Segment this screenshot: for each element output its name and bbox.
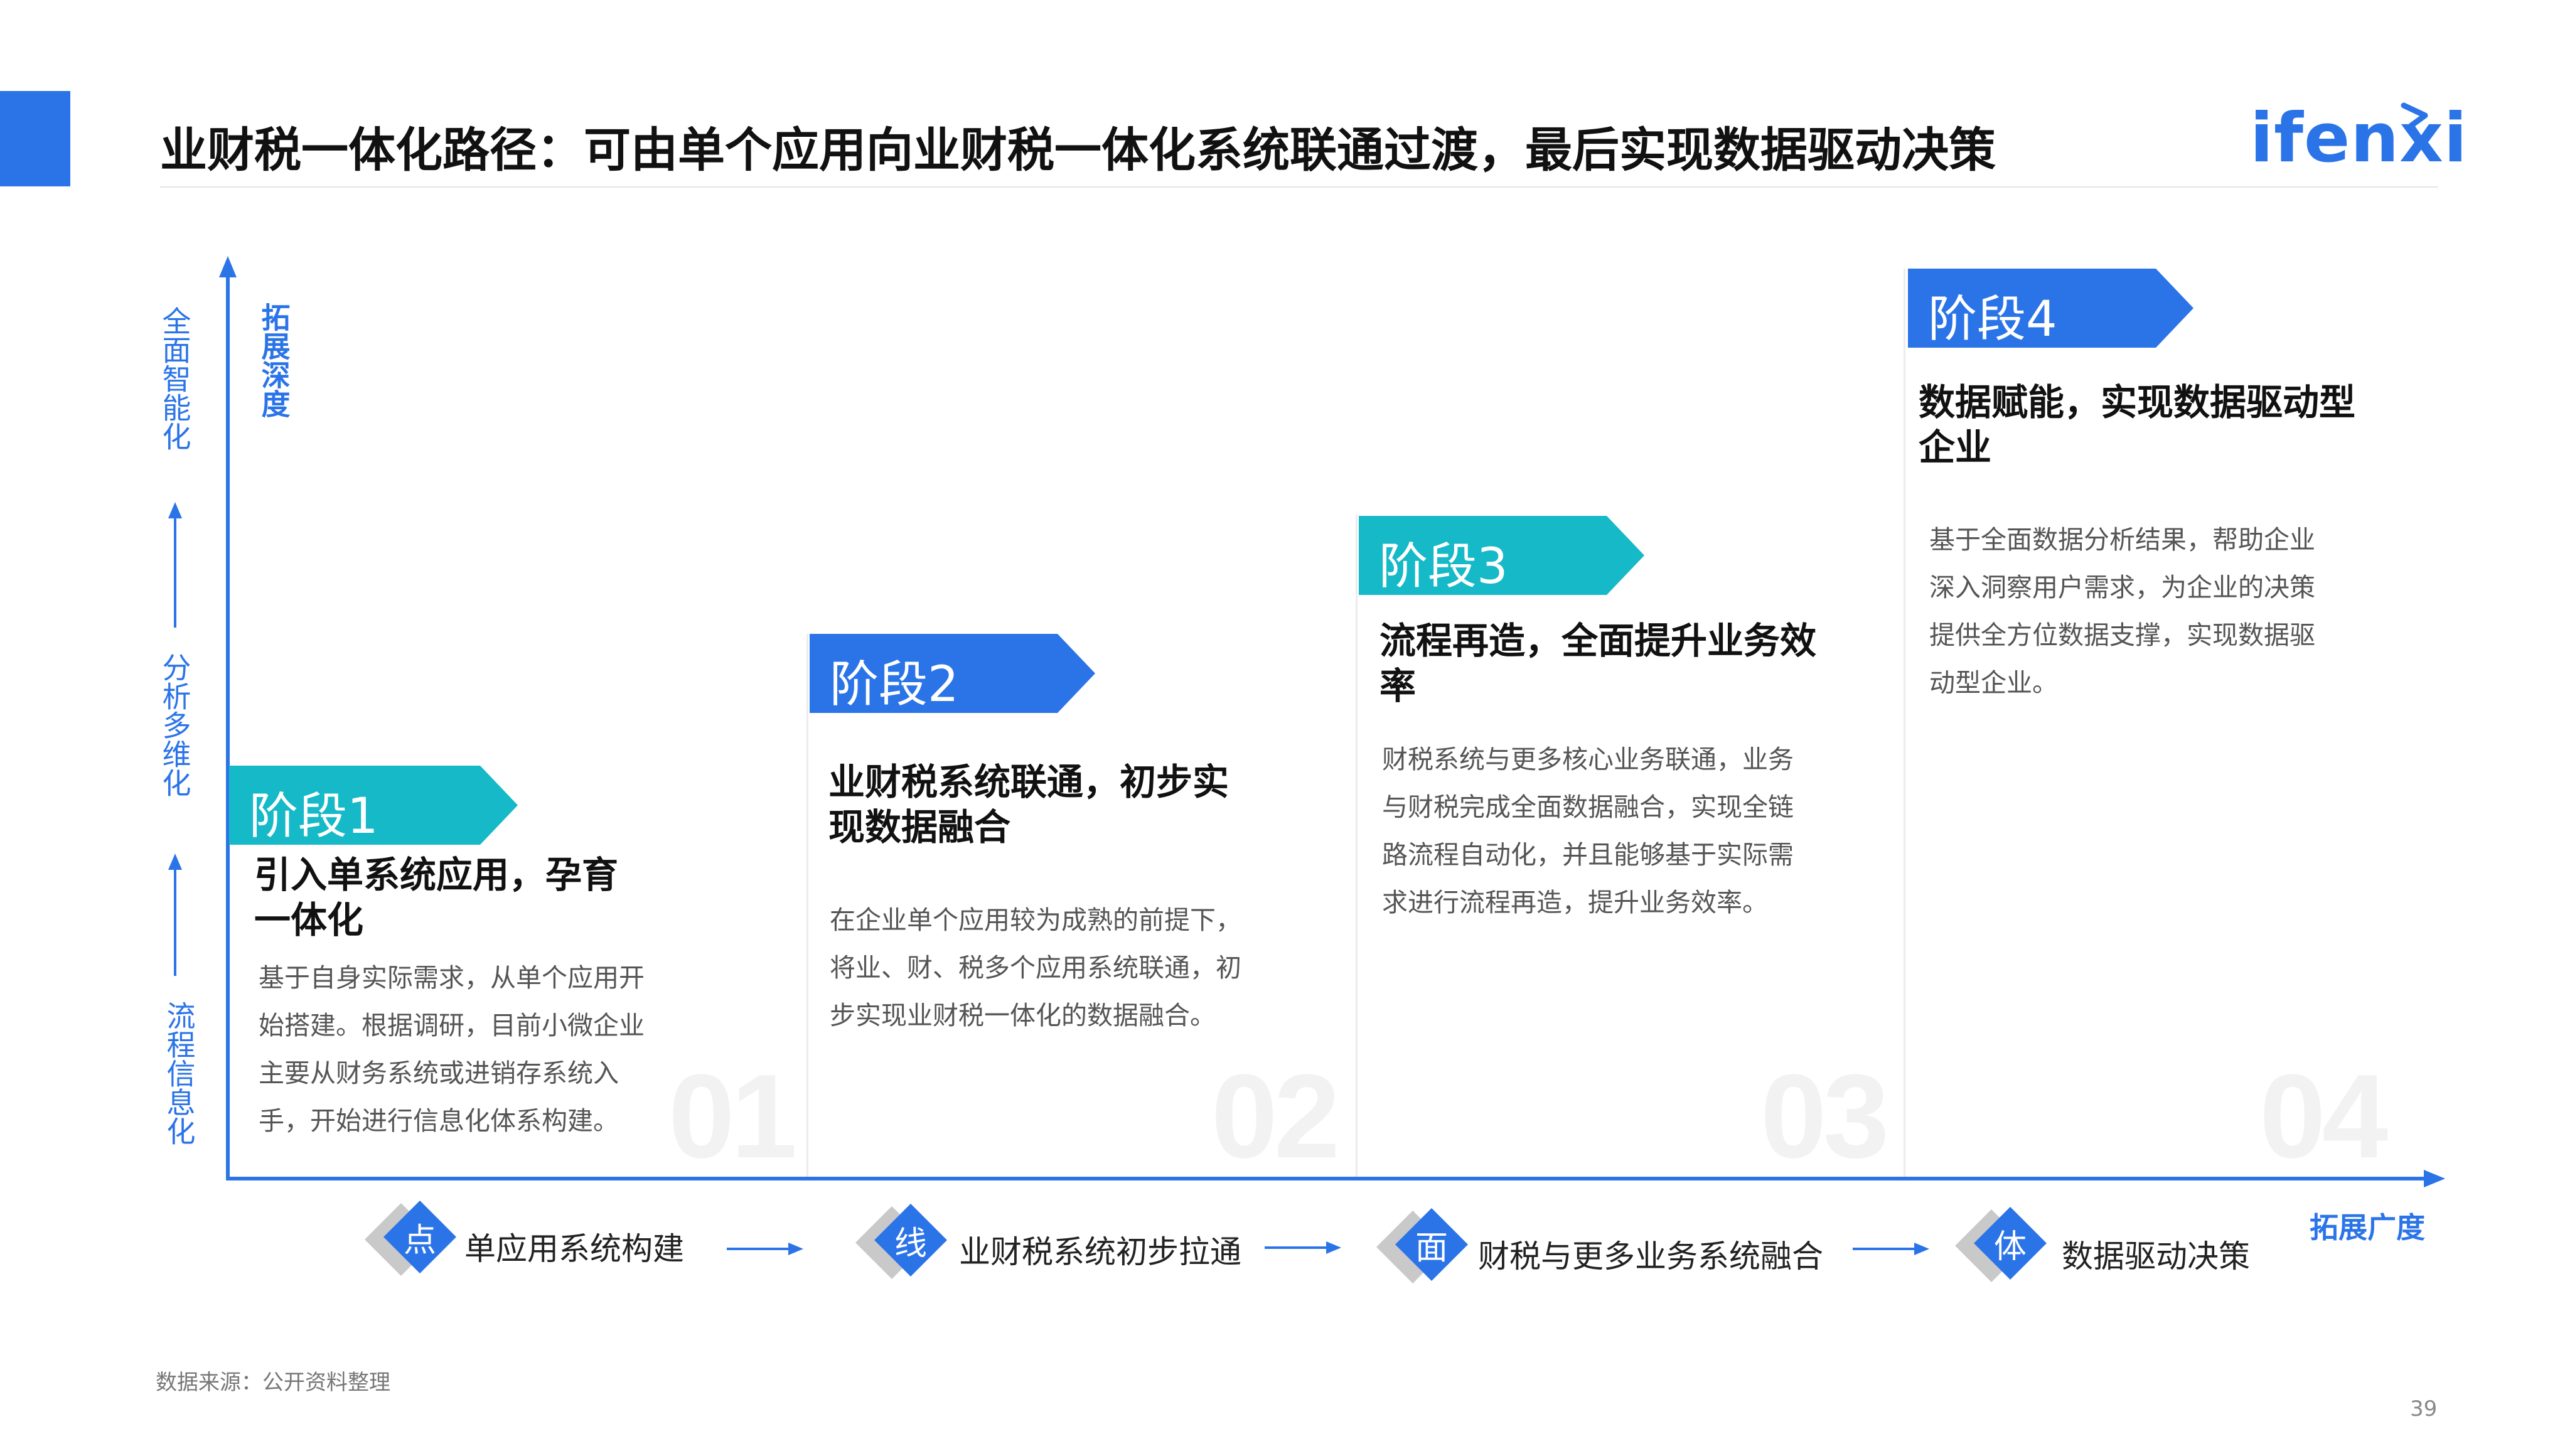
y-axis-label: 拓展深度 <box>255 302 292 426</box>
stage-badge-4: 阶段4 <box>1908 269 2193 348</box>
flow-arrow-line <box>1265 1246 1327 1249</box>
stage-heading: 流程再造，全面提升业务效率 <box>1379 619 1817 707</box>
y-label-process-informatization: 流程信息化 <box>160 1001 198 1153</box>
x-axis-line <box>226 1177 2429 1180</box>
data-source-note: 数据来源：公开资料整理 <box>156 1370 390 1395</box>
flow-icon-char: 体 <box>1993 1228 2027 1266</box>
flow-arrow-line <box>727 1248 790 1250</box>
flow-step-text: 业财税系统初步拉通 <box>959 1234 1241 1270</box>
y-label-text: 分析多维化 <box>158 653 192 797</box>
y-label-arrow-line <box>174 866 176 976</box>
y-label-full-intelligence: 全面智能化 <box>156 306 193 458</box>
stage-number-watermark: 03 <box>1760 1050 1889 1183</box>
flow-step-text: 数据驱动决策 <box>2062 1238 2250 1275</box>
stage-badge-3: 阶段3 <box>1359 516 1644 595</box>
stage-description: 基于自身实际需求，从单个应用开始搭建。根据调研，目前小微企业主要从财务系统或进销… <box>259 963 645 1136</box>
stage-description: 基于全面数据分析结果，帮助企业深入洞察用户需求，为企业的决策提供全方位数据支撑，… <box>1929 525 2315 698</box>
stage-number-watermark: 01 <box>668 1050 797 1183</box>
y-axis-arrow-icon <box>219 256 237 277</box>
header-divider <box>160 186 2438 188</box>
y-axis-line <box>226 276 230 1180</box>
flow-arrow-icon <box>788 1243 803 1255</box>
header-accent-block <box>0 91 70 186</box>
badge-shape <box>229 766 518 845</box>
column-separator <box>806 634 808 1177</box>
flow-arrow-line <box>1853 1248 1915 1250</box>
flow-icon-surface: 面 <box>1376 1208 1469 1288</box>
y-label-multi-dimension: 分析多维化 <box>156 653 193 805</box>
page-number: 39 <box>2410 1396 2438 1421</box>
y-label-up-arrow-icon <box>168 854 182 870</box>
brand-logo: ifenxi <box>2250 99 2468 178</box>
flow-icon-body: 体 <box>1955 1207 2047 1287</box>
flow-icon-char: 点 <box>403 1222 436 1260</box>
stage-description: 在企业单个应用较为成熟的前提下，将业、财、税多个应用系统联通，初步实现业财税一体… <box>830 905 1241 1030</box>
y-label-text: 流程信息化 <box>162 1001 196 1145</box>
stage-heading: 引入单系统应用，孕育一体化 <box>254 854 619 941</box>
badge-shape <box>810 634 1095 713</box>
page-title: 业财税一体化路径：可由单个应用向业财税一体化系统联通过渡，最后实现数据驱动决策 <box>160 122 1996 178</box>
flow-arrow-icon <box>1326 1241 1341 1254</box>
flow-step-text: 财税与更多业务系统融合 <box>1478 1238 1823 1275</box>
flow-arrow-icon <box>1914 1243 1929 1255</box>
flow-icon-line: 线 <box>855 1204 948 1283</box>
stage-number-watermark: 04 <box>2259 1050 2388 1183</box>
stage-heading: 业财税系统联通，初步实现数据融合 <box>828 761 1229 848</box>
logo-arrow-icon <box>2401 102 2428 129</box>
x-axis-label: 拓展广度 <box>2310 1211 2425 1245</box>
column-separator <box>1904 269 1905 1177</box>
stage-badge-1: 阶段1 <box>229 766 518 845</box>
y-label-up-arrow-icon <box>168 502 182 518</box>
stage-number-watermark: 02 <box>1211 1050 1340 1183</box>
x-axis-arrow-icon <box>2424 1170 2445 1187</box>
y-label-text: 全面智能化 <box>158 306 192 451</box>
stage-description: 财税系统与更多核心业务联通，业务与财税完成全面数据融合，实现全链路流程自动化，并… <box>1382 744 1794 918</box>
stage-heading: 数据赋能，实现数据驱动型企业 <box>1919 381 2356 469</box>
y-label-arrow-line <box>174 515 176 628</box>
stage-badge-label: 阶段1 <box>249 788 378 845</box>
badge-shape <box>1359 516 1644 595</box>
column-separator <box>1356 515 1358 1177</box>
flow-icon-char: 面 <box>1415 1229 1448 1267</box>
flow-step-text: 单应用系统构建 <box>464 1231 684 1267</box>
flow-icon-point: 点 <box>365 1201 457 1280</box>
flow-icon-char: 线 <box>894 1225 927 1263</box>
stage-badge-label: 阶段4 <box>1928 291 2057 348</box>
badge-shape <box>1908 269 2193 348</box>
y-axis-label-text: 拓展深度 <box>257 302 291 418</box>
stage-badge-label: 阶段2 <box>830 656 959 713</box>
stage-badge-2: 阶段2 <box>810 634 1095 713</box>
stage-badge-label: 阶段3 <box>1379 538 1508 595</box>
